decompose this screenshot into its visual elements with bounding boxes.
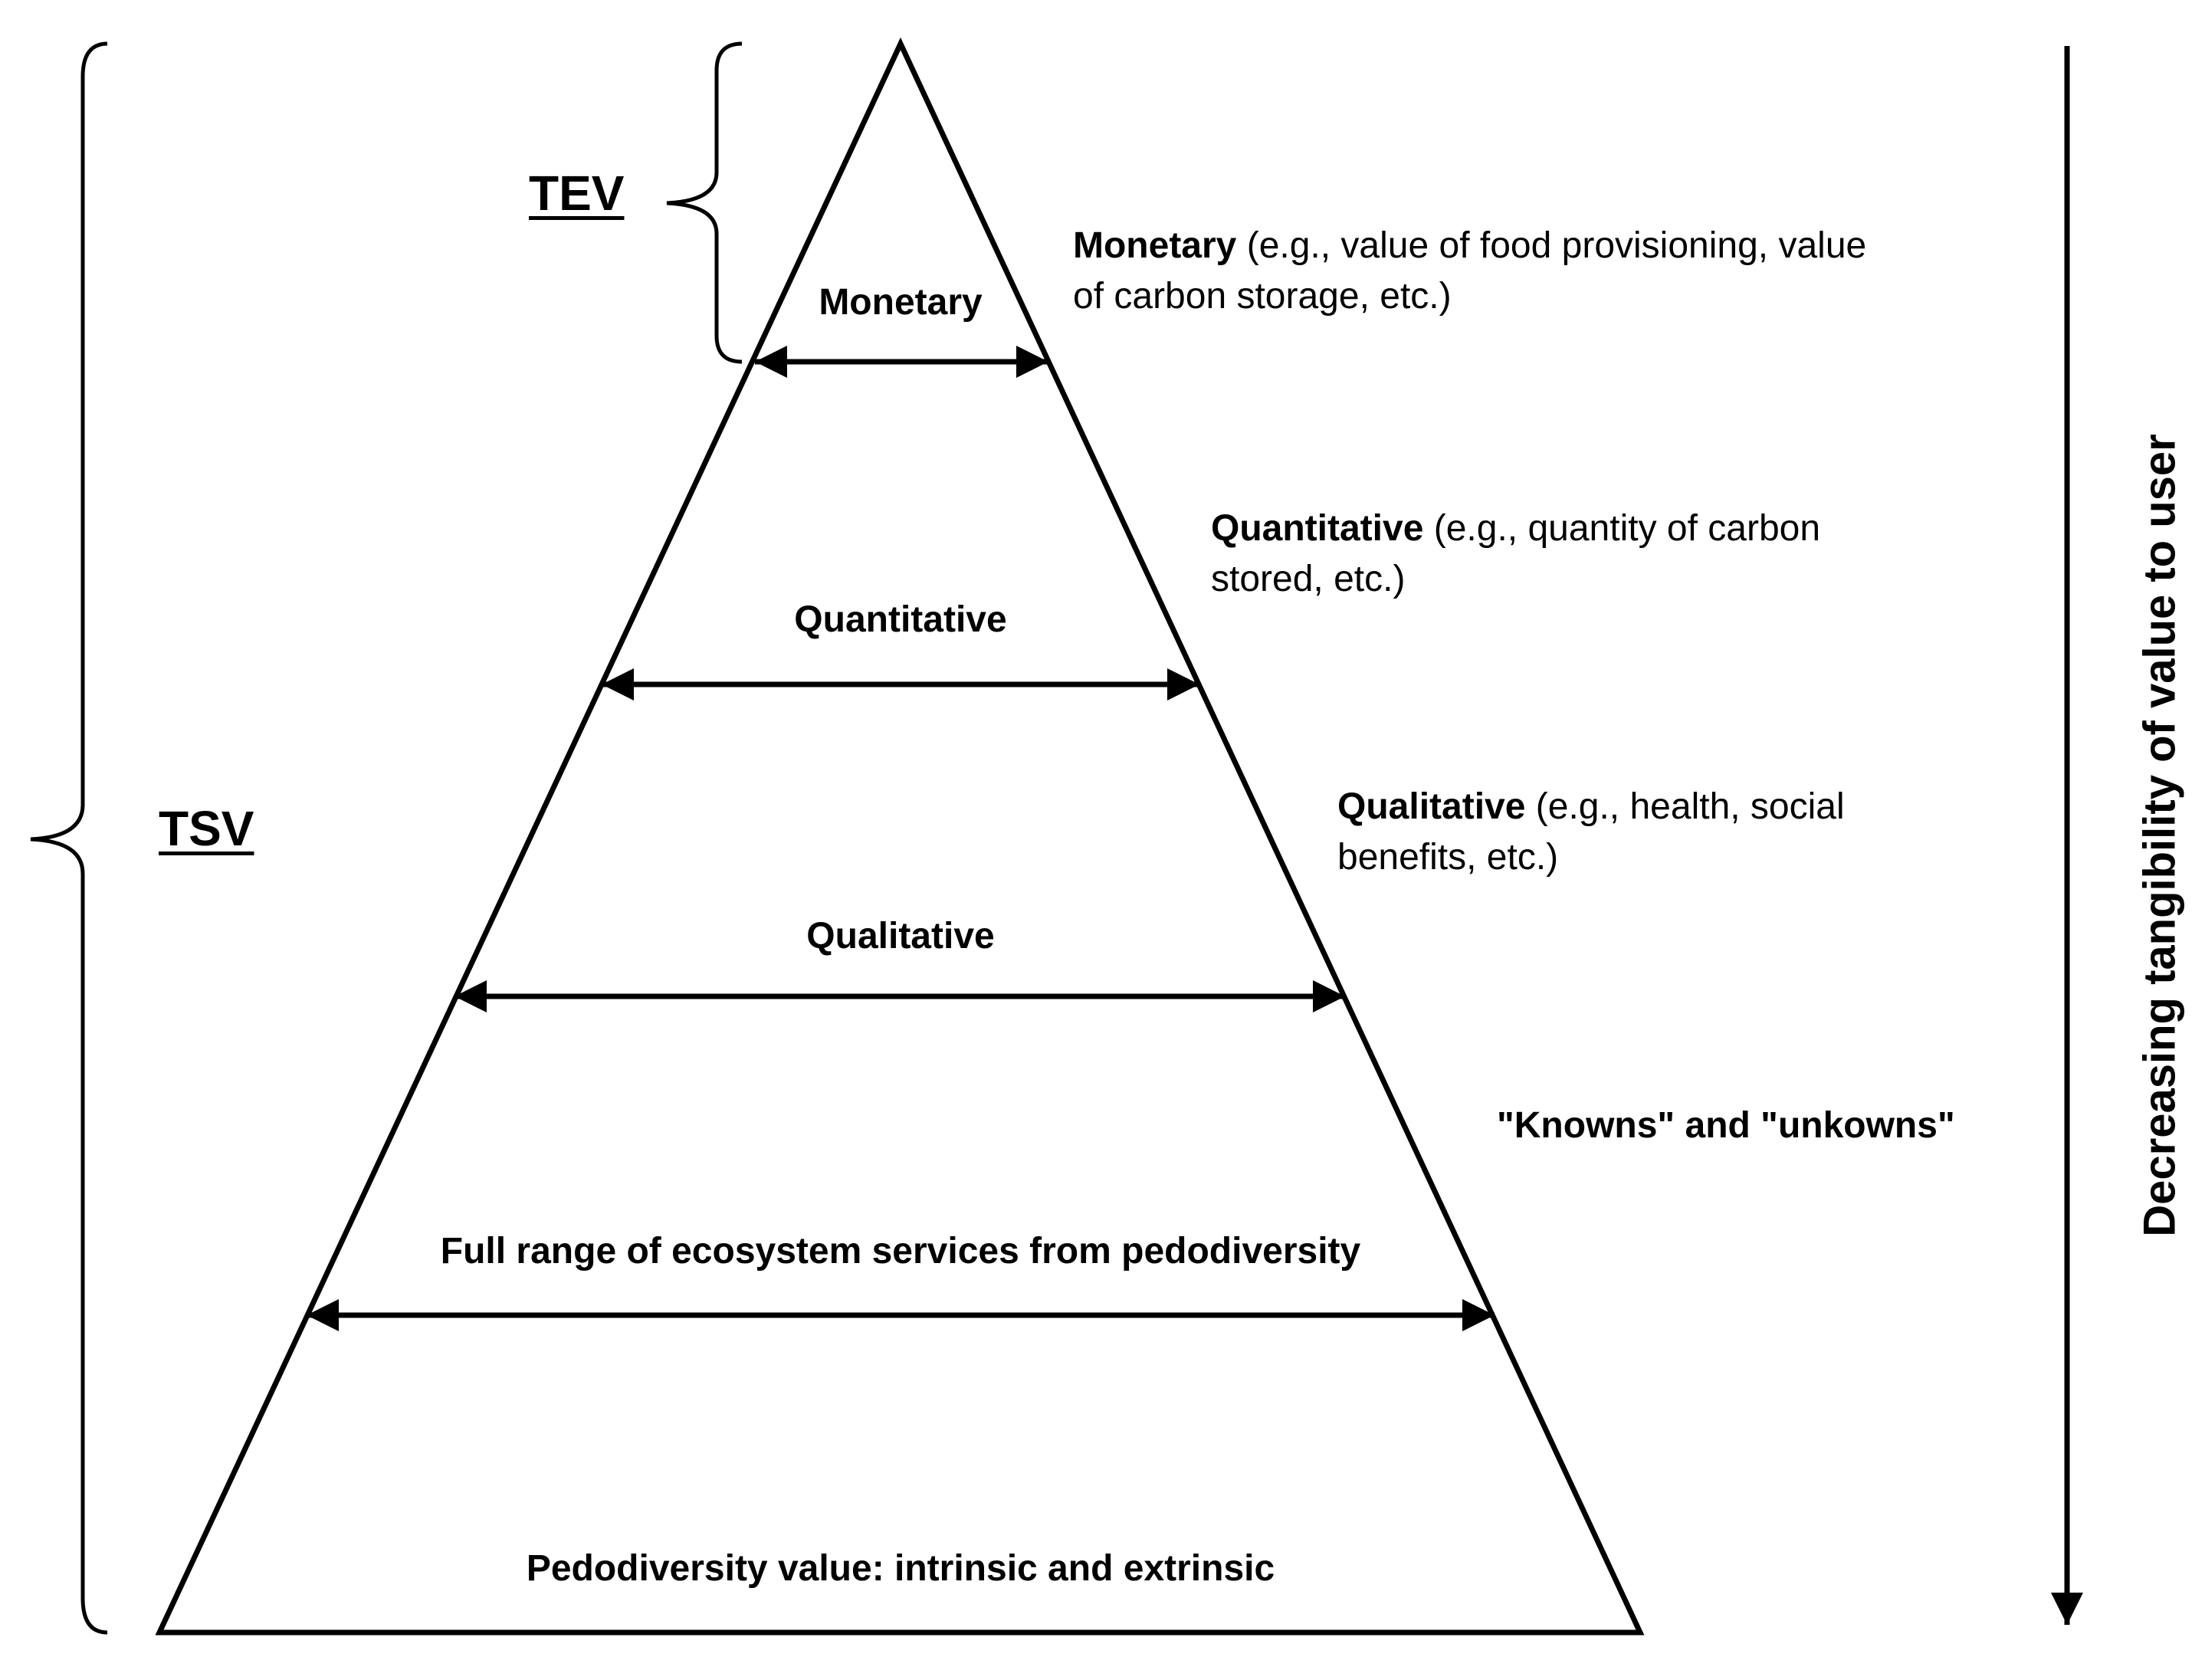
description-qualitative: Qualitative (e.g., health, social benefi… [1337, 782, 1935, 883]
description-knowns-term: "Knowns" and "unkowns" [1497, 1105, 1955, 1146]
description-monetary-term: Monetary [1073, 225, 1237, 266]
layer-label-full-range: Full range of ecosystem services from pe… [440, 1231, 1361, 1271]
pyramid-outline [155, 37, 1645, 1636]
tsv-brace [30, 41, 108, 1635]
description-quantitative-term: Quantitative [1211, 508, 1424, 549]
layer-label-monetary: Monetary [819, 282, 983, 323]
description-quantitative: Quantitative (e.g., quantity of carbon s… [1211, 504, 1924, 605]
tev-brace [666, 41, 743, 364]
tev-label: TEV [529, 166, 625, 221]
layer-label-qualitative: Qualitative [806, 916, 995, 956]
description-monetary-detail: (e.g., value of food provisioning, value… [1073, 225, 1867, 317]
tangibility-axis-label: Decreasing tangibility of value to user [2134, 434, 2185, 1237]
description-qualitative-detail: (e.g., health, social benefits, etc.) [1337, 786, 1845, 878]
description-quantitative-detail: (e.g., quantity of carbon stored, etc.) [1211, 508, 1821, 599]
tsv-label: TSV [159, 801, 254, 856]
description-knowns: "Knowns" and "unkowns" [1497, 1101, 2033, 1151]
description-monetary: Monetary (e.g., value of food provisioni… [1073, 221, 1893, 322]
layer-label-quantitative: Quantitative [794, 599, 1007, 640]
description-qualitative-term: Qualitative [1337, 786, 1526, 827]
layer-label-base: Pedodiversity value: intrinsic and extri… [526, 1548, 1275, 1589]
